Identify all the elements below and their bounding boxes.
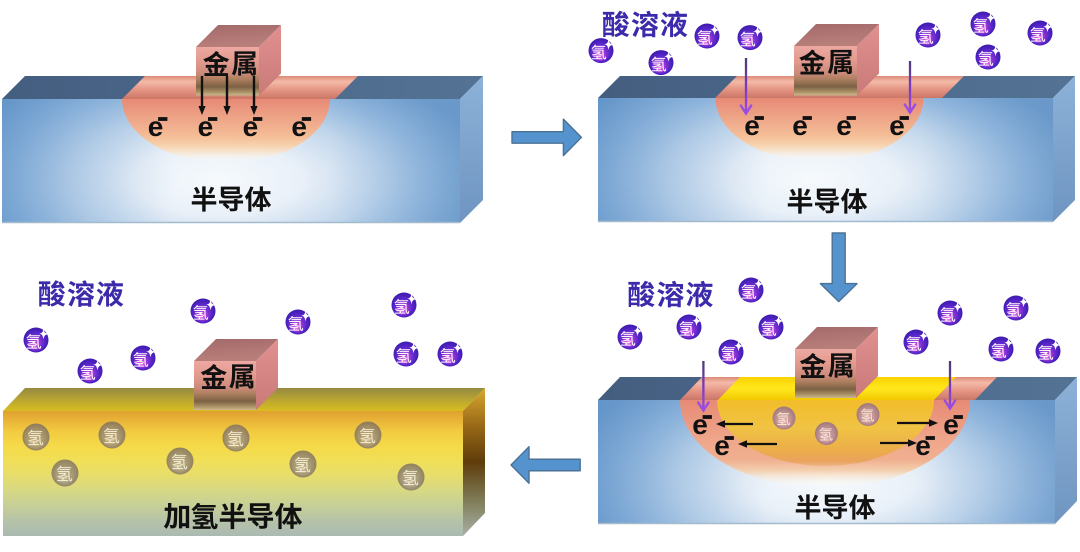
svg-text:e: e [291, 111, 307, 142]
svg-text:e: e [792, 110, 808, 141]
svg-text:e: e [692, 409, 708, 440]
svg-text:e: e [714, 430, 730, 461]
svg-text:e: e [889, 110, 905, 141]
svg-text:e: e [915, 430, 931, 461]
svg-text:e: e [836, 110, 852, 141]
svg-text:e: e [198, 111, 214, 142]
svg-text:e: e [943, 409, 959, 440]
svg-text:e: e [148, 111, 164, 142]
svg-text:e: e [243, 111, 259, 142]
